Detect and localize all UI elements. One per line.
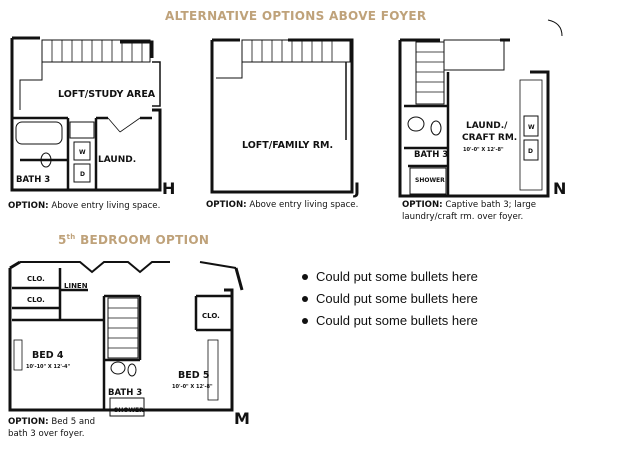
plan-j-stair-landing xyxy=(216,62,243,79)
plan-j-stair-treads xyxy=(251,40,333,62)
plan-h-caption-text: Above entry living space. xyxy=(51,201,161,211)
floor-plan-n xyxy=(398,19,563,198)
plan-m-bed4-label: BED 4 xyxy=(32,350,64,361)
plan-n-stair-treads xyxy=(416,51,444,93)
bedroom-option-ordinal: th xyxy=(66,233,76,241)
bullet-text: Could put some bullets here xyxy=(316,291,478,306)
plan-m-bed5-dim: 10'-0" X 12'-8" xyxy=(172,384,213,390)
plan-h-stair xyxy=(41,39,151,63)
plan-n-washer xyxy=(523,115,539,137)
plan-m-clo2-label: CLO. xyxy=(27,296,45,304)
plan-n-shower-label: SHOWER xyxy=(415,177,445,184)
plan-m-caption-line1: Bed 5 and xyxy=(51,417,96,427)
plan-m-top-walls xyxy=(20,261,237,274)
plan-h-sink xyxy=(69,121,95,139)
plan-n-upper-stair xyxy=(443,39,505,71)
plan-m-clo1-label: CLO. xyxy=(27,275,45,283)
plan-n-laund-label-1: LAUND./ xyxy=(466,121,508,131)
plan-h-stair-treads xyxy=(51,40,143,62)
alternatives-heading: ALTERNATIVE OPTIONS ABOVE FOYER xyxy=(165,9,427,23)
plan-m-linen-label: LINEN xyxy=(64,282,88,290)
plan-m-bed5-window xyxy=(207,339,219,401)
plan-m-caption: OPTION: Bed 5 and bath 3 over foyer. xyxy=(8,416,95,440)
plan-h-letter: H xyxy=(162,179,176,198)
plan-m-caption-option: OPTION: xyxy=(8,417,49,427)
plan-j-caption-text: Above entry living space. xyxy=(249,200,359,210)
plan-m-bed4-window xyxy=(13,339,23,371)
plan-j-loft-label: LOFT/FAMILY RM. xyxy=(242,140,333,151)
plan-n-sink xyxy=(407,116,425,132)
plan-h-caption-option: OPTION: xyxy=(8,201,49,211)
floor-plan-m xyxy=(8,260,244,417)
plan-m-toilet xyxy=(127,363,137,377)
plan-m-bath-label: BATH 3 xyxy=(108,388,142,398)
plan-n-laund-label-2: CRAFT RM. xyxy=(462,133,517,143)
plan-m-shower xyxy=(109,397,145,417)
plan-n-washer-label: W xyxy=(528,124,535,131)
bedroom-option-number: 5 xyxy=(58,233,67,247)
plan-m-stair-treads xyxy=(108,307,138,349)
plan-h-door-swing xyxy=(107,117,141,133)
plan-n-stair xyxy=(415,41,445,105)
plan-n-toilet xyxy=(430,120,442,136)
plan-m-interior-walls xyxy=(12,268,232,410)
plan-j-letter: J xyxy=(354,179,360,198)
bullet-dot-icon xyxy=(302,296,308,302)
plan-h-caption: OPTION: Above entry living space. xyxy=(8,200,160,212)
bedroom-option-label: BEDROOM OPTION xyxy=(80,233,210,247)
plan-n-dryer xyxy=(523,139,539,161)
plan-m-letter: M xyxy=(234,409,250,428)
plan-n-interior-walls xyxy=(404,72,450,196)
plan-n-dryer-label: D xyxy=(528,148,533,155)
plan-j-stair xyxy=(241,39,351,63)
bedroom-option-heading: 5th BEDROOM OPTION xyxy=(58,233,209,247)
bullet-item: Could put some bullets here xyxy=(300,288,478,310)
plan-n-shower xyxy=(409,167,447,195)
plan-m-clo3-label: CLO. xyxy=(202,312,220,320)
plan-j-caption-option: OPTION: xyxy=(206,200,247,210)
bullet-text: Could put some bullets here xyxy=(316,269,478,284)
plan-h-loft-label: LOFT/STUDY AREA xyxy=(58,89,156,100)
bullet-item: Could put some bullets here xyxy=(300,266,478,288)
plan-j-walls xyxy=(210,38,354,194)
plan-n-walls xyxy=(398,38,550,198)
plan-h-walls xyxy=(10,36,162,192)
plan-m-caption-line2: bath 3 over foyer. xyxy=(8,429,85,439)
plan-n-caption-line2: laundry/craft rm. over foyer. xyxy=(402,212,524,222)
plan-j-caption: OPTION: Above entry living space. xyxy=(206,199,358,211)
plan-h-washer-label: W xyxy=(79,149,86,156)
plan-m-walls xyxy=(8,260,244,412)
bullet-dot-icon xyxy=(302,274,308,280)
plan-n-bath-label: BATH 3 xyxy=(414,150,448,160)
plan-n-laund-dim: 10'-0" X 12'-8" xyxy=(463,147,504,153)
plan-n-caption-line1: Captive bath 3; large xyxy=(445,200,537,210)
plan-m-bed4-dim: 10'-10" X 12'-4" xyxy=(26,364,71,370)
plan-h-tub xyxy=(15,121,63,145)
plan-n-letter: N xyxy=(553,179,567,198)
plan-m-bed5-label: BED 5 xyxy=(178,370,210,381)
plan-h-dryer-label: D xyxy=(80,171,85,178)
plan-h-laund-label: LAUND. xyxy=(98,155,136,165)
plan-m-sink xyxy=(110,361,126,375)
bullet-list: Could put some bullets here Could put so… xyxy=(300,266,478,332)
plan-m-shower-label: SHOWER xyxy=(114,407,144,414)
plan-n-caption: OPTION: Captive bath 3; large laundry/cr… xyxy=(402,199,536,223)
plan-h-washer xyxy=(73,141,91,161)
plan-h-window xyxy=(152,61,161,107)
bullet-text: Could put some bullets here xyxy=(316,313,478,328)
plan-h-toilet xyxy=(40,152,52,168)
plan-n-counter xyxy=(519,79,543,191)
floor-plan-j xyxy=(210,38,354,194)
bullet-dot-icon xyxy=(302,318,308,324)
plan-h-stair-landing xyxy=(19,62,43,110)
plan-n-door-swing xyxy=(547,19,563,37)
bullet-item: Could put some bullets here xyxy=(300,310,478,332)
plan-h-bath-label: BATH 3 xyxy=(16,175,50,185)
plan-h-interior-walls xyxy=(12,116,152,190)
plan-n-caption-option: OPTION: xyxy=(402,200,443,210)
plan-h-dryer xyxy=(73,163,91,183)
